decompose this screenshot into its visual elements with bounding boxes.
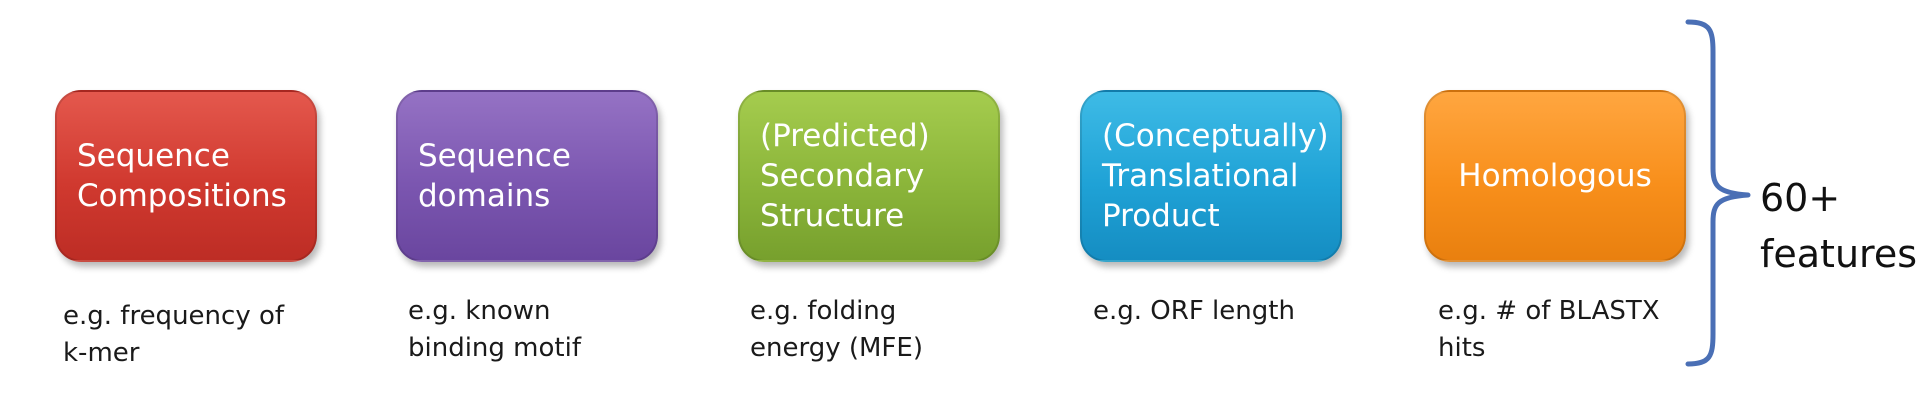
feature-box-line: (Conceptually) xyxy=(1102,118,1329,154)
feature-box-line: Structure xyxy=(760,198,905,234)
feature-box-sequence-compositions: Sequence Compositions xyxy=(55,90,317,262)
feature-box-line: Sequence xyxy=(418,138,571,174)
feature-box-line: Secondary xyxy=(760,158,925,194)
feature-box-line: (Predicted) xyxy=(760,118,930,154)
feature-example-line: hits xyxy=(1438,333,1486,363)
feature-box-line: domains xyxy=(418,178,551,214)
feature-box-translational-product: (Conceptually) Translational Product xyxy=(1080,90,1342,262)
curly-brace-icon xyxy=(1685,19,1751,367)
feature-example-homologous: e.g. # of BLASTX hits xyxy=(1438,293,1728,367)
feature-box-homologous: Homologous xyxy=(1424,90,1686,262)
total-features-line: features xyxy=(1760,232,1917,276)
feature-example-line: k-mer xyxy=(63,338,140,368)
feature-example-line: e.g. known xyxy=(408,296,551,326)
feature-box-line: Translational xyxy=(1102,158,1299,194)
feature-example-line: e.g. frequency of xyxy=(63,301,285,331)
feature-example-sequence-compositions: e.g. frequency of k-mer xyxy=(63,298,353,372)
feature-example-sequence-domains: e.g. known binding motif xyxy=(408,293,698,367)
feature-example-line: energy (MFE) xyxy=(750,333,923,363)
feature-box-line: Compositions xyxy=(77,178,287,214)
feature-box-line: Homologous xyxy=(1458,158,1652,194)
total-features-label: 60+ features xyxy=(1760,170,1917,282)
feature-example-secondary-structure: e.g. folding energy (MFE) xyxy=(750,293,1040,367)
feature-example-line: binding motif xyxy=(408,333,581,363)
feature-example-line: e.g. folding xyxy=(750,296,897,326)
feature-example-line: e.g. ORF length xyxy=(1093,296,1295,326)
feature-example-line: e.g. # of BLASTX xyxy=(1438,296,1660,326)
feature-example-translational-product: e.g. ORF length xyxy=(1093,293,1383,330)
feature-box-line: Product xyxy=(1102,198,1220,234)
feature-box-sequence-domains: Sequence domains xyxy=(396,90,658,262)
feature-box-secondary-structure: (Predicted) Secondary Structure xyxy=(738,90,1000,262)
feature-box-line: Sequence xyxy=(77,138,230,174)
total-features-line: 60+ xyxy=(1760,176,1841,220)
